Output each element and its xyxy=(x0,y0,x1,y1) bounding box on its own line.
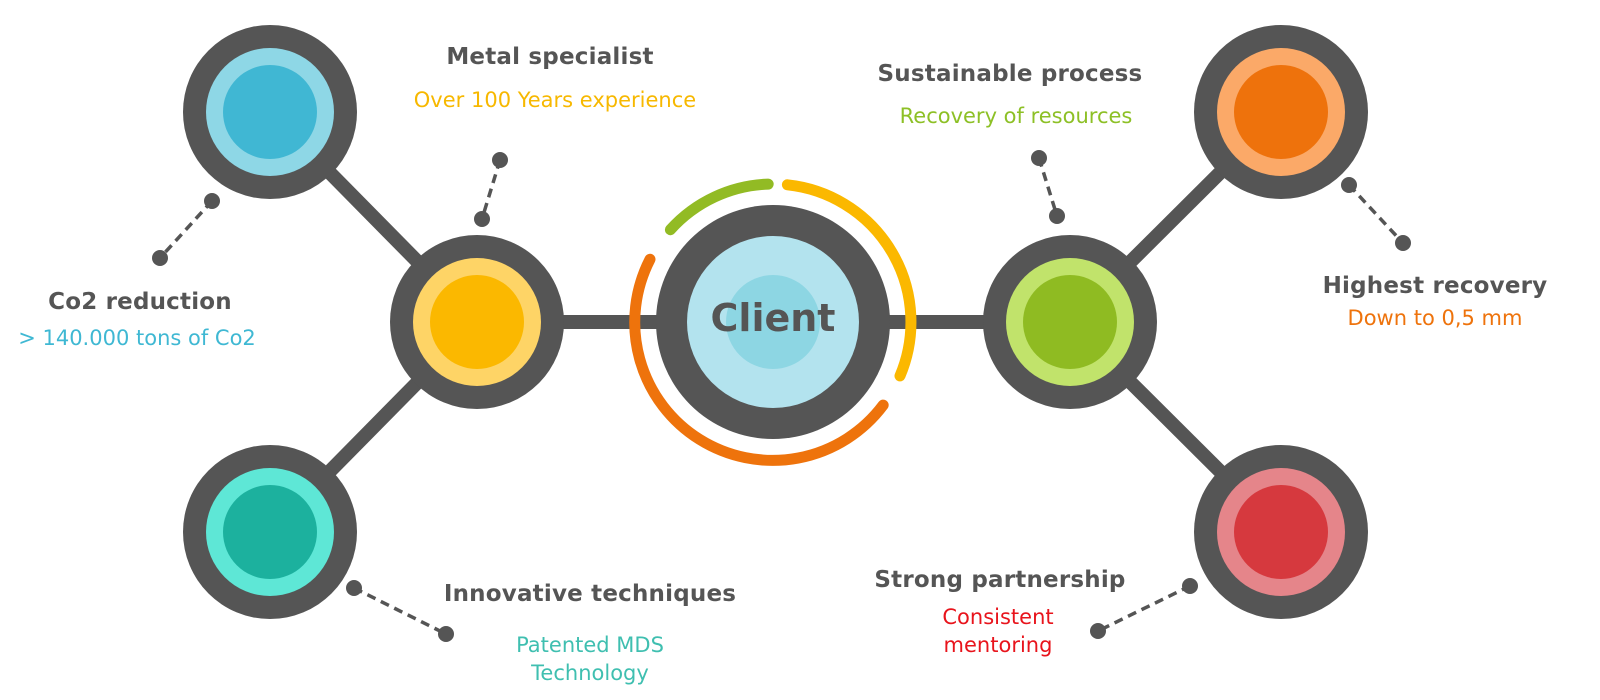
metal-subtitle: Over 100 Years experience xyxy=(413,88,697,112)
pointer-innovative xyxy=(353,586,447,636)
pointer-dot xyxy=(346,580,362,596)
innovative-subtitle-line2: Technology xyxy=(531,661,649,685)
metal-title: Metal specialist xyxy=(446,44,654,70)
innovative-title: Innovative techniques xyxy=(443,581,737,607)
label-highest: Highest recovery xyxy=(1320,273,1550,299)
co2-subtitle: > 140.000 tons of Co2 xyxy=(18,326,256,350)
label-co2-sub: > 140.000 tons of Co2 xyxy=(0,326,274,350)
node-highest xyxy=(1194,25,1368,199)
pointer-co2 xyxy=(158,199,214,260)
label-partnership: Strong partnership xyxy=(870,567,1130,593)
label-highest-sub: Down to 0,5 mm xyxy=(1330,306,1540,330)
green-arc xyxy=(664,178,774,236)
label-sustainable: Sustainable process xyxy=(870,61,1150,87)
innovative-subtitle-line1: Patented MDS xyxy=(516,633,664,657)
label-innovative-sub: Patented MDS Technology xyxy=(490,631,690,687)
co2-title: Co2 reduction xyxy=(48,289,232,315)
pointer-highest xyxy=(1347,183,1405,245)
highest-subtitle: Down to 0,5 mm xyxy=(1347,306,1523,330)
highest-title: Highest recovery xyxy=(1322,273,1548,299)
node-client xyxy=(629,178,917,466)
label-co2: Co2 reduction xyxy=(0,289,280,315)
pointer-dot xyxy=(1031,150,1047,166)
partnership-subtitle-line1: Consistent xyxy=(942,605,1054,629)
label-partnership-sub: Consistent mentoring xyxy=(910,603,1086,659)
sustainable-title: Sustainable process xyxy=(877,61,1143,87)
pointer-dot xyxy=(438,626,454,642)
label-sustainable-sub: Recovery of resources xyxy=(866,104,1166,128)
label-metal: Metal specialist xyxy=(400,44,700,70)
node-innovative xyxy=(183,445,357,619)
pointer-dot xyxy=(1182,578,1198,594)
node-sustainable xyxy=(983,235,1157,409)
sustainable-subtitle: Recovery of resources xyxy=(899,104,1133,128)
partnership-subtitle-line2: mentoring xyxy=(943,633,1053,657)
orange-arc xyxy=(629,253,889,466)
pointer-sustainable xyxy=(1037,157,1059,217)
node-partnership xyxy=(1194,445,1368,619)
label-metal-sub: Over 100 Years experience xyxy=(385,88,725,112)
pointer-partnership xyxy=(1097,584,1191,633)
node-co2 xyxy=(183,25,357,199)
pointer-dot xyxy=(474,211,490,227)
pointer-dot xyxy=(1049,208,1065,224)
node-metal xyxy=(390,235,564,409)
partnership-title: Strong partnership xyxy=(874,567,1126,593)
pointer-dot xyxy=(152,250,168,266)
label-innovative: Innovative techniques xyxy=(440,581,740,607)
yellow-arc xyxy=(781,179,917,382)
pointer-metal xyxy=(480,159,502,220)
pointer-dot xyxy=(1395,235,1411,251)
pointer-dot xyxy=(1341,177,1357,193)
client-label: Client xyxy=(710,296,836,340)
pointer-dot xyxy=(204,193,220,209)
pointer-dot xyxy=(1090,623,1106,639)
pointer-dot xyxy=(492,152,508,168)
